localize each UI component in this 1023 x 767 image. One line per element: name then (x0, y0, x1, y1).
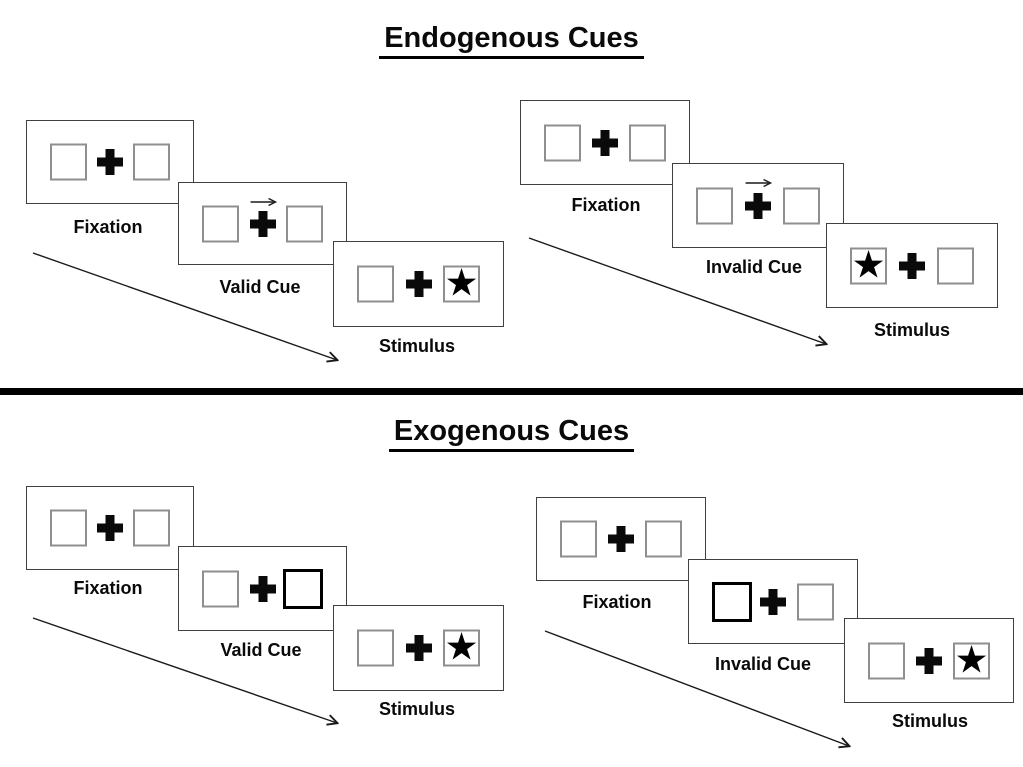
fixation-cross-icon (97, 149, 123, 175)
cue-panel (688, 559, 858, 644)
fixation-cross-icon (760, 589, 786, 615)
right-placeholder-box (286, 205, 323, 242)
left-placeholder-box (202, 570, 239, 607)
stimulus-label: Stimulus (891, 711, 969, 731)
star-stimulus-icon: ★ (851, 242, 886, 286)
left-placeholder-box (696, 187, 733, 224)
fixation-label: Fixation (73, 578, 143, 598)
cue-arrow-right-icon (250, 197, 277, 207)
right-placeholder-box (797, 583, 834, 620)
left-placeholder-box (357, 629, 394, 667)
fixation-cross-icon (406, 635, 432, 661)
section-title-endogenous-text: Endogenous Cues (379, 22, 644, 59)
timeline-arrow-exogenous-valid (32, 617, 337, 723)
left-placeholder-box (357, 265, 394, 303)
star-stimulus-icon: ★ (954, 637, 989, 681)
timeline-arrow-endogenous-invalid (528, 237, 826, 344)
timeline-arrow-exogenous-invalid (544, 630, 849, 746)
stimulus-panel: ★ (844, 618, 1014, 703)
star-stimulus-icon: ★ (444, 260, 479, 305)
fixation-label: Fixation (73, 217, 143, 237)
fixation-cross-icon (916, 648, 942, 674)
cue-label: Invalid Cue (714, 654, 812, 674)
cue-panel (178, 546, 347, 631)
stimulus-label: Stimulus (378, 336, 456, 356)
timeline-arrow-endogenous-valid (32, 252, 337, 360)
fixation-cross-icon (97, 515, 123, 541)
right-placeholder-box: ★ (443, 624, 480, 669)
fixation-panel (520, 100, 690, 185)
cue-panel (178, 182, 347, 265)
cue-arrow-right-icon (745, 178, 773, 188)
right-placeholder-box: ★ (953, 637, 990, 681)
cue-panel (672, 163, 844, 248)
right-placeholder-box (937, 247, 974, 284)
left-placeholder-box (544, 124, 581, 161)
star-stimulus-icon: ★ (444, 624, 479, 669)
section-title-exogenous: Exogenous Cues (0, 415, 1023, 452)
left-placeholder-box (560, 520, 597, 558)
right-placeholder-box (133, 143, 170, 181)
stimulus-label: Stimulus (378, 699, 456, 719)
fixation-label: Fixation (571, 195, 641, 215)
section-divider (0, 388, 1023, 395)
cue-label: Valid Cue (219, 277, 301, 297)
cue-highlight-box (283, 568, 323, 609)
right-placeholder-box: ★ (443, 260, 480, 305)
fixation-cross-icon (250, 211, 276, 237)
section-title-exogenous-text: Exogenous Cues (388, 415, 635, 452)
stimulus-panel: ★ (826, 223, 998, 308)
left-placeholder-box (202, 205, 239, 242)
cue-label: Valid Cue (220, 640, 302, 660)
fixation-cross-icon (899, 253, 925, 279)
fixation-cross-icon (592, 130, 618, 156)
fixation-panel (26, 486, 194, 570)
stimulus-panel: ★ (333, 605, 504, 691)
right-placeholder-box (645, 520, 682, 558)
cue-label: Invalid Cue (705, 257, 803, 277)
fixation-cross-icon (608, 526, 634, 552)
left-placeholder-box (868, 642, 905, 679)
stimulus-label: Stimulus (873, 320, 951, 340)
fixation-panel (536, 497, 706, 581)
fixation-cross-icon (250, 576, 276, 602)
right-placeholder-box (133, 509, 170, 547)
fixation-panel (26, 120, 194, 204)
cue-highlight-box (712, 581, 752, 622)
fixation-cross-icon (745, 193, 771, 219)
stimulus-panel: ★ (333, 241, 504, 327)
section-title-endogenous: Endogenous Cues (0, 22, 1023, 59)
left-placeholder-box (50, 509, 87, 547)
right-placeholder-box (629, 124, 666, 161)
left-placeholder-box (50, 143, 87, 181)
right-placeholder-box (783, 187, 820, 224)
fixation-cross-icon (406, 271, 432, 297)
left-placeholder-box: ★ (850, 242, 887, 286)
fixation-label: Fixation (582, 592, 652, 612)
